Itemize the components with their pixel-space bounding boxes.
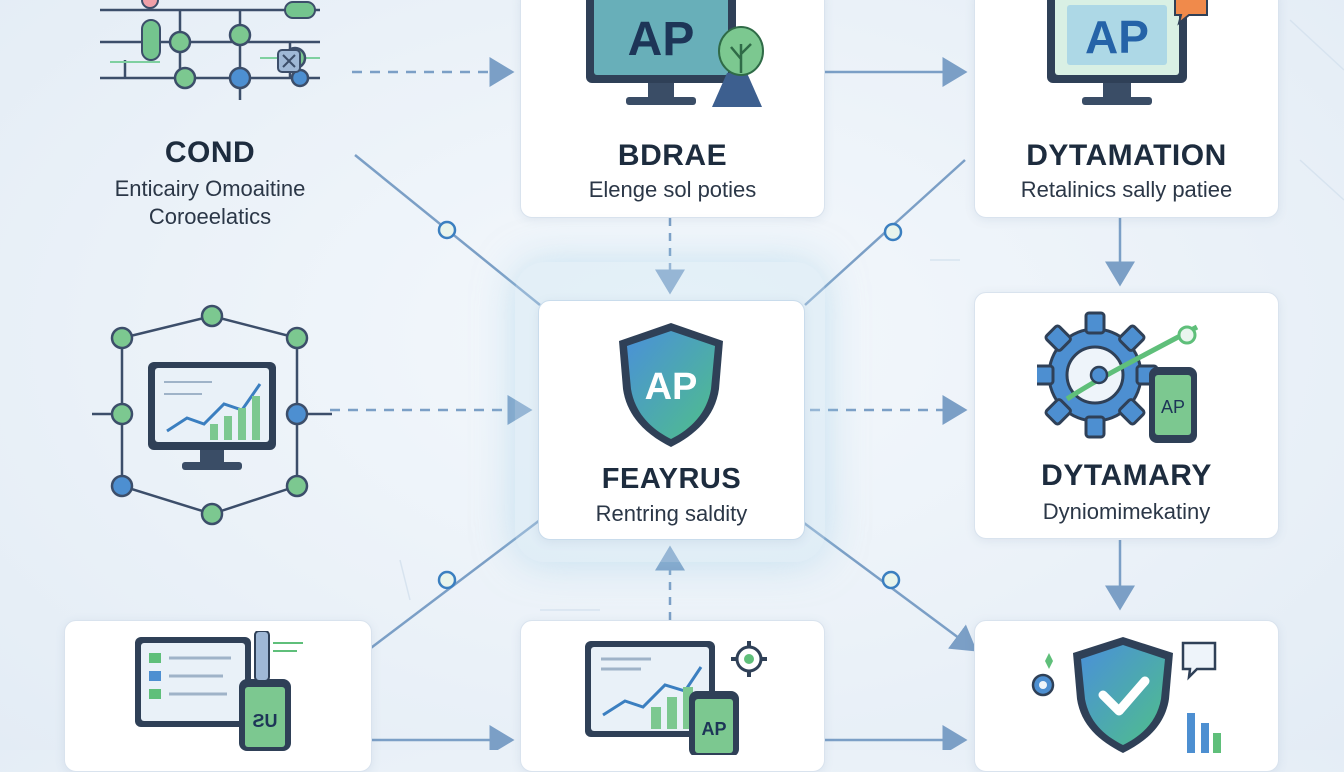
bdrae-icon-text: AP [628,13,695,66]
node-bottom-right [974,620,1279,772]
node-dytamary-subtitle: Dyniomimekatiny [1042,499,1211,524]
node-cond-subtitle-line1: Enticairy Omoaitine [114,176,306,201]
node-bdrae-subtitle: Elenge sol poties [588,177,757,202]
connector-layer [330,19,1344,750]
dytamation-icon-text: AP [1085,11,1149,63]
network-monitor-chart-icon [92,304,332,526]
node-feayrus: AP FEAYRUS Rentring saldity [538,300,805,540]
bottom-left-icon-text: ƧU [252,711,277,731]
monitor-chart-phone-icon: AP [585,641,767,755]
node-cond-title: COND [164,136,256,169]
node-dytamation-title: DYTAMATION [1026,139,1227,172]
connector-dot [883,222,903,242]
connector-dot [437,570,457,590]
node-dytamation: AP DYTAMATION Retalinics sally patiee [974,0,1279,218]
node-bdrae: AP BDRAE Elenge sol poties [520,0,825,218]
node-cond-subtitle-line2: Coroeelatics [148,204,272,229]
monitor-phone-icon: ƧU [135,631,303,751]
feayrus-icon-text: AP [645,366,698,408]
shield-icon: AP [619,323,723,447]
dytamary-icon-text: AP [1161,397,1185,417]
node-dytamation-subtitle: Retalinics sally patiee [1020,177,1233,202]
node-bdrae-title: BDRAE [617,139,728,172]
node-dytamary: AP DYTAMARY Dyniomimekatiny [974,292,1279,539]
monitor-chat-icon: AP [1047,0,1208,105]
connector-dot [437,220,457,240]
node-feayrus-subtitle: Rentring saldity [595,501,748,526]
node-bottom-middle: AP [520,620,825,772]
diag-feayrus-to-bottom-left [354,519,541,661]
gear-phone-icon: AP [1037,311,1199,443]
node-feayrus-title: FEAYRUS [601,463,742,495]
connector-dot [881,570,901,590]
node-cond: COND Enticairy Omoaitine Coroeelatics [60,0,360,240]
node-dytamary-title: DYTAMARY [1041,459,1212,492]
node-bottom-left: ƧU [64,620,372,772]
shield-check-icon [1031,637,1221,753]
circuit-network-icon [100,0,320,100]
bottom-middle-icon-text: AP [701,719,726,739]
monitor-plant-icon: AP [586,0,764,107]
